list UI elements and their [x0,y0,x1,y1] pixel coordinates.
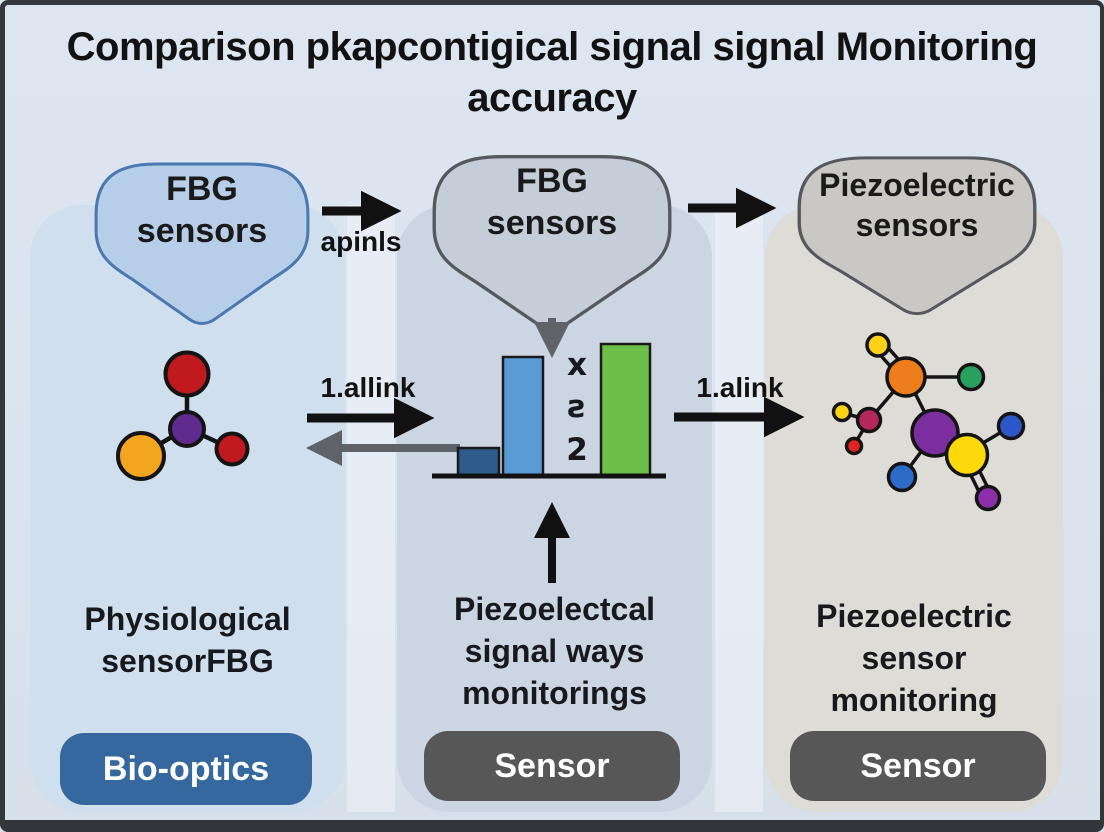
caption-line: monitorings [462,675,647,712]
caption-piezoelectcal-signal: Piezoelectcal signal ways monitorings [397,588,712,715]
background-strip-right [715,205,763,812]
bubble-label-line1: FBG [166,170,238,208]
bubble-label-line2: sensors [486,204,618,243]
bubble-path [432,155,672,331]
caption-line: monitoring [830,682,998,719]
bubble-label: FBG sensors [86,168,318,252]
bubble-label-line1: Piezoelectric [819,167,1015,203]
caption-line: sensorFBG [101,643,274,680]
sensor-badge-right: Sensor [790,731,1046,801]
bubble-label-line2: sensors [136,212,268,251]
chart-glyph-reversed-2: ƨ [567,389,587,425]
caption-line: Piezoelectric [816,598,1012,634]
caption-line: Physiological [84,601,291,637]
caption-line: sensor [861,640,967,677]
chart-glyph-2: 2 [566,432,588,468]
caption-physiological-sensor: Physiological sensorFBG [30,598,345,682]
bubble-label-line2: sensors [855,206,979,243]
sensor-badge-middle: Sensor [424,731,680,801]
bubble-label: FBG sensors [423,160,681,244]
caption-line: Piezoelectcal [454,591,655,627]
background-strip-left [347,205,395,812]
bubble-piezoelectric-sensors: Piezoelectric sensors [788,150,1046,322]
diagram-title: Comparison pkapcontigical signal signal … [66,25,1038,121]
bubble-path [94,162,310,325]
arrow-label-allink: 1.allink [320,372,416,403]
arrow-label-alink: 1.alink [696,372,784,403]
bio-optics-badge: Bio-optics [60,733,312,805]
bubble-shape-left [94,162,310,325]
bubble-shape-right [797,156,1037,316]
bubble-label-line1: FBG [516,162,588,200]
chart-glyph-x: x [567,347,587,383]
caption-line: signal ways [464,633,645,670]
caption-piezoelectric-monitoring: Piezoelectric sensor monitoring [765,595,1063,722]
arrow-label-apinls: apinls [320,226,402,257]
bubble-fbg-sensors-middle: FBG sensors [423,148,681,338]
bubble-fbg-sensors-left: FBG sensors [86,156,318,332]
bubble-label: Piezoelectric sensors [788,166,1046,245]
bubble-shape-middle [432,155,672,331]
bubble-path [797,156,1037,316]
